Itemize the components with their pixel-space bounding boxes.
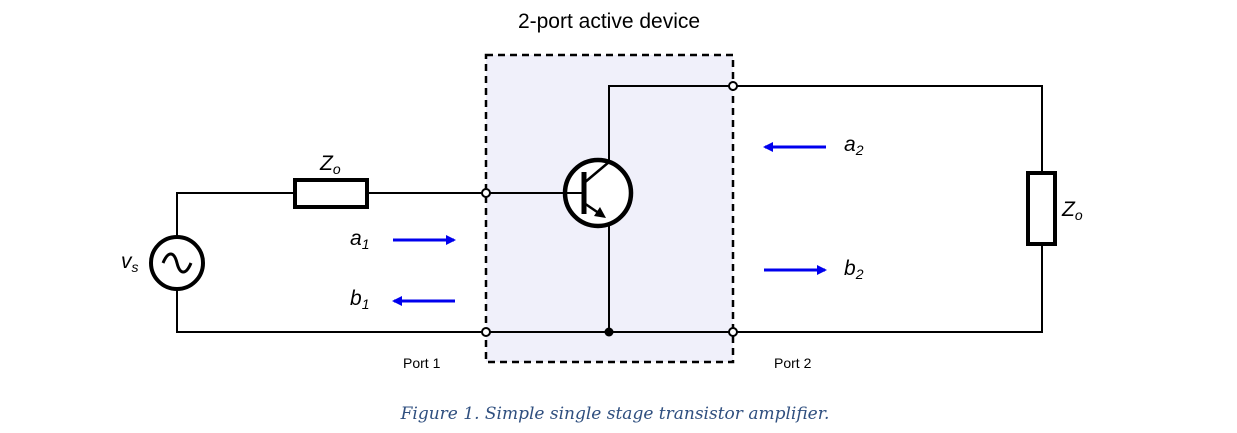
input-resistor-label: Zo — [319, 152, 341, 177]
load-resistor-label: Zo — [1061, 198, 1083, 223]
port1-bottom-terminal — [481, 327, 491, 337]
diagram-title: 2-port active device — [518, 10, 700, 33]
emitter-junction-dot — [604, 327, 614, 337]
b2-label: b2 — [844, 257, 864, 282]
load-resistor-zo — [1026, 171, 1057, 246]
a2-label: a2 — [844, 133, 864, 158]
bjt-transistor — [562, 157, 634, 229]
source-label: vs — [121, 250, 139, 275]
port2-label: Port 2 — [774, 355, 812, 371]
collector-wire — [608, 85, 733, 161]
input-resistor-zo — [293, 178, 369, 209]
a1-label: a1 — [350, 227, 369, 252]
b1-label: b1 — [350, 287, 369, 312]
sine-wave-icon — [161, 252, 193, 274]
figure-caption: Figure 1. Simple single stage transistor… — [400, 404, 830, 424]
output-bottom-wire — [733, 244, 1043, 333]
input-bottom-wire — [176, 283, 486, 333]
port1-label: Port 1 — [403, 355, 441, 371]
port2-top-terminal — [728, 81, 738, 91]
port2-bottom-terminal — [728, 327, 738, 337]
port1-top-terminal — [481, 188, 491, 198]
input-top-wire — [176, 192, 295, 243]
output-top-wire — [733, 85, 1043, 173]
